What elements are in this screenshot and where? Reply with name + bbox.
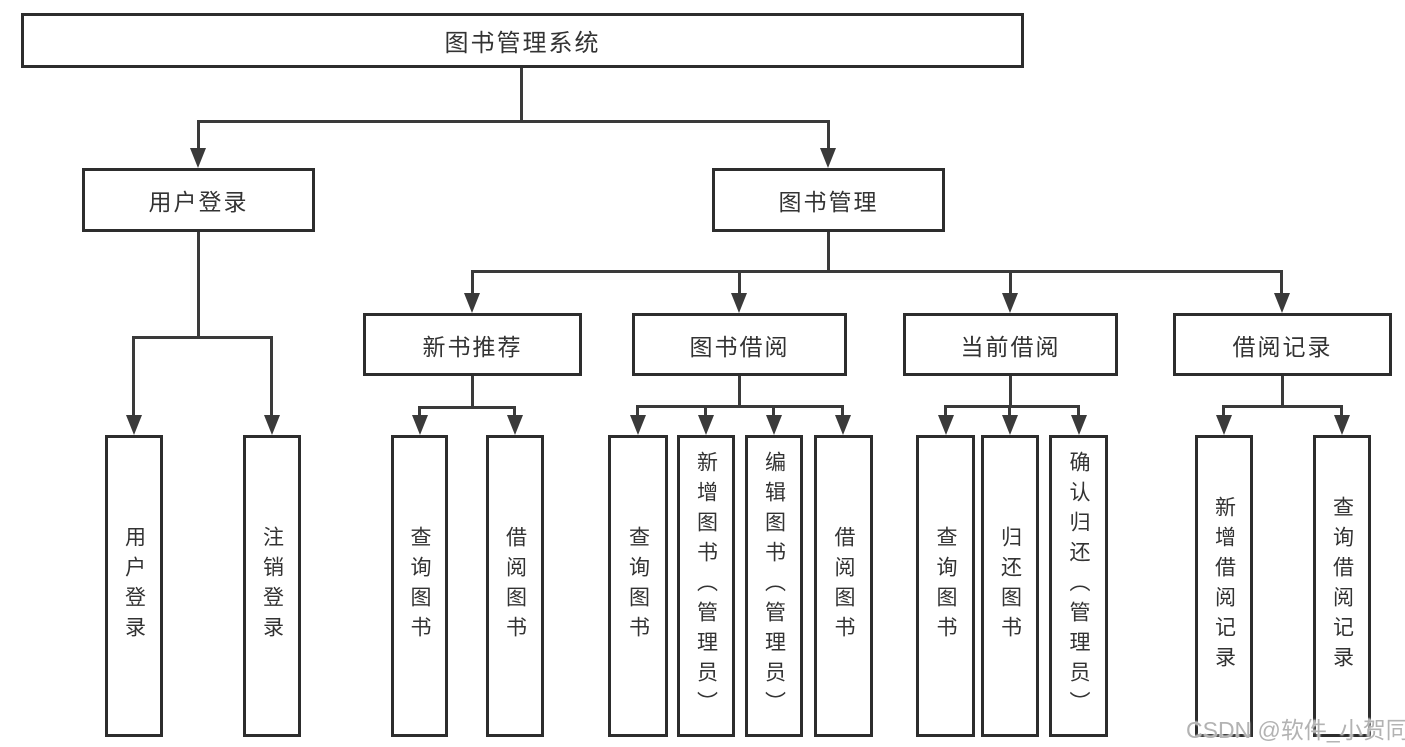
connector-line-v	[1008, 405, 1011, 418]
arrow-down-icon	[1002, 415, 1018, 435]
leaf-return-book: 归还图书	[981, 435, 1039, 737]
arrow-down-icon	[190, 148, 206, 168]
arrow-down-icon	[835, 415, 851, 435]
node-book-borrow: 图书借阅	[632, 313, 847, 376]
arrow-down-icon	[1216, 415, 1232, 435]
node-user-login: 用户登录	[82, 168, 315, 232]
leaf-edit-book-admin: 编辑图书（管理员）	[745, 435, 803, 737]
connector-line-v	[827, 232, 830, 273]
connector-line-h	[418, 406, 516, 409]
connector-line-v	[738, 270, 741, 293]
arrow-down-icon	[1334, 415, 1350, 435]
connector-line-v	[1280, 270, 1283, 293]
node-root: 图书管理系统	[21, 13, 1024, 68]
connector-line-h	[1222, 405, 1343, 408]
leaf-query-book-newbook: 查询图书	[391, 435, 448, 737]
arrow-down-icon	[464, 293, 480, 313]
leaf-query-borrow-record: 查询借阅记录	[1313, 435, 1371, 737]
connector-line-h	[197, 120, 830, 123]
arrow-down-icon	[820, 148, 836, 168]
connector-line-v	[520, 68, 523, 123]
connector-line-v	[418, 406, 421, 418]
connector-line-v	[827, 120, 830, 148]
leaf-add-book-admin: 新增图书（管理员）	[677, 435, 735, 737]
connector-line-v	[1340, 405, 1343, 418]
node-current-borrow: 当前借阅	[903, 313, 1118, 376]
connector-line-v	[471, 376, 474, 409]
leaf-confirm-return-admin: 确认归还（管理员）	[1049, 435, 1108, 737]
leaf-user-login: 用户登录	[105, 435, 163, 737]
node-new-book-recommend: 新书推荐	[363, 313, 582, 376]
connector-line-v	[944, 405, 947, 418]
leaf-query-book-borrow: 查询图书	[608, 435, 668, 737]
leaf-query-book-current: 查询图书	[916, 435, 975, 737]
connector-line-v	[1077, 405, 1080, 418]
connector-line-v	[197, 232, 200, 339]
connector-line-v	[841, 405, 844, 418]
arrow-down-icon	[1002, 293, 1018, 313]
arrow-down-icon	[126, 415, 142, 435]
arrow-down-icon	[1274, 293, 1290, 313]
connector-line-v	[270, 336, 273, 415]
connector-line-v	[197, 120, 200, 148]
leaf-borrow-book: 借阅图书	[814, 435, 873, 737]
connector-line-v	[513, 406, 516, 418]
leaf-borrow-book-newbook: 借阅图书	[486, 435, 544, 737]
connector-line-v	[132, 336, 135, 415]
arrow-down-icon	[412, 415, 428, 435]
node-book-management: 图书管理	[712, 168, 945, 232]
arrow-down-icon	[264, 415, 280, 435]
arrow-down-icon	[698, 415, 714, 435]
connector-line-h	[636, 405, 844, 408]
arrow-down-icon	[766, 415, 782, 435]
arrow-down-icon	[630, 415, 646, 435]
connector-line-v	[1009, 376, 1012, 408]
connector-line-v	[772, 405, 775, 418]
connector-line-v	[1222, 405, 1225, 418]
arrow-down-icon	[507, 415, 523, 435]
arrow-down-icon	[938, 415, 954, 435]
connector-line-v	[471, 270, 474, 293]
connector-line-v	[1281, 376, 1284, 408]
connector-line-v	[738, 376, 741, 408]
watermark: CSDN @软件_小贺同学	[1186, 717, 1405, 743]
leaf-add-borrow-record: 新增借阅记录	[1195, 435, 1253, 737]
connector-line-v	[636, 405, 639, 418]
leaf-logout: 注销登录	[243, 435, 301, 737]
connector-line-h	[944, 405, 1079, 408]
node-borrow-record: 借阅记录	[1173, 313, 1392, 376]
connector-line-v	[704, 405, 707, 418]
connector-line-h	[132, 336, 273, 339]
arrow-down-icon	[731, 293, 747, 313]
connector-line-v	[1009, 270, 1012, 293]
connector-line-h	[471, 270, 1283, 273]
arrow-down-icon	[1071, 415, 1087, 435]
